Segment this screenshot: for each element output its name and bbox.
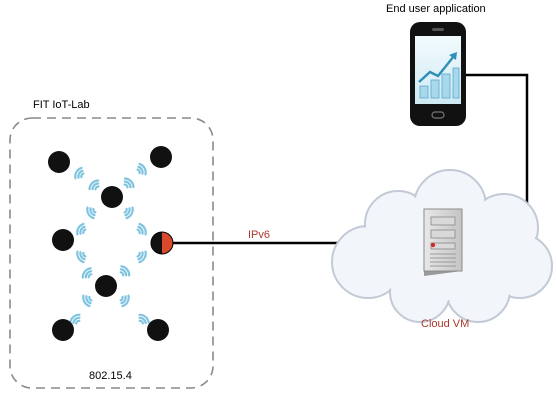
wireless-waves-icon <box>69 313 81 325</box>
sensor-node <box>52 229 74 251</box>
fit-iotlab-label: FIT IoT-Lab <box>33 99 90 111</box>
wireless-waves-icon <box>82 294 93 308</box>
sensor-node <box>95 275 117 297</box>
wireless-waves-icon <box>138 313 150 325</box>
wireless-waves-icon <box>81 267 93 279</box>
smartphone-chart-icon <box>410 22 466 126</box>
wireless-waves-icon <box>86 206 97 220</box>
sensor-node <box>150 146 172 168</box>
wireless-waves-icon <box>123 206 134 220</box>
cloud-icon <box>331 169 553 323</box>
wireless-waves-layer <box>69 162 150 325</box>
wireless-waves-icon <box>123 177 135 189</box>
wireless-waves-icon <box>76 222 87 236</box>
ipv6-label: IPv6 <box>248 229 271 241</box>
sensor-nodes-layer <box>48 146 174 341</box>
protocol-802154-label: 802.15.4 <box>89 370 132 382</box>
cloud-vm-label: Cloud VM <box>421 318 470 330</box>
wireless-waves-icon <box>119 265 131 277</box>
sensor-node <box>101 186 123 208</box>
server-icon <box>423 208 463 276</box>
wireless-waves-icon <box>76 250 87 264</box>
phone-cloud-link <box>466 73 529 214</box>
sensor-node <box>147 319 169 341</box>
wireless-waves-icon <box>119 294 130 308</box>
sensor-node <box>48 151 70 173</box>
wireless-waves-icon <box>88 179 100 191</box>
iotlab-boundary <box>9 117 214 389</box>
wireless-waves-icon <box>136 250 147 264</box>
sensor-node <box>52 319 74 341</box>
gateway-node <box>150 231 174 255</box>
wireless-waves-icon <box>136 162 147 176</box>
wireless-waves-icon <box>136 222 147 236</box>
end-user-app-label: End user application <box>386 3 486 15</box>
wireless-waves-icon <box>74 166 85 180</box>
